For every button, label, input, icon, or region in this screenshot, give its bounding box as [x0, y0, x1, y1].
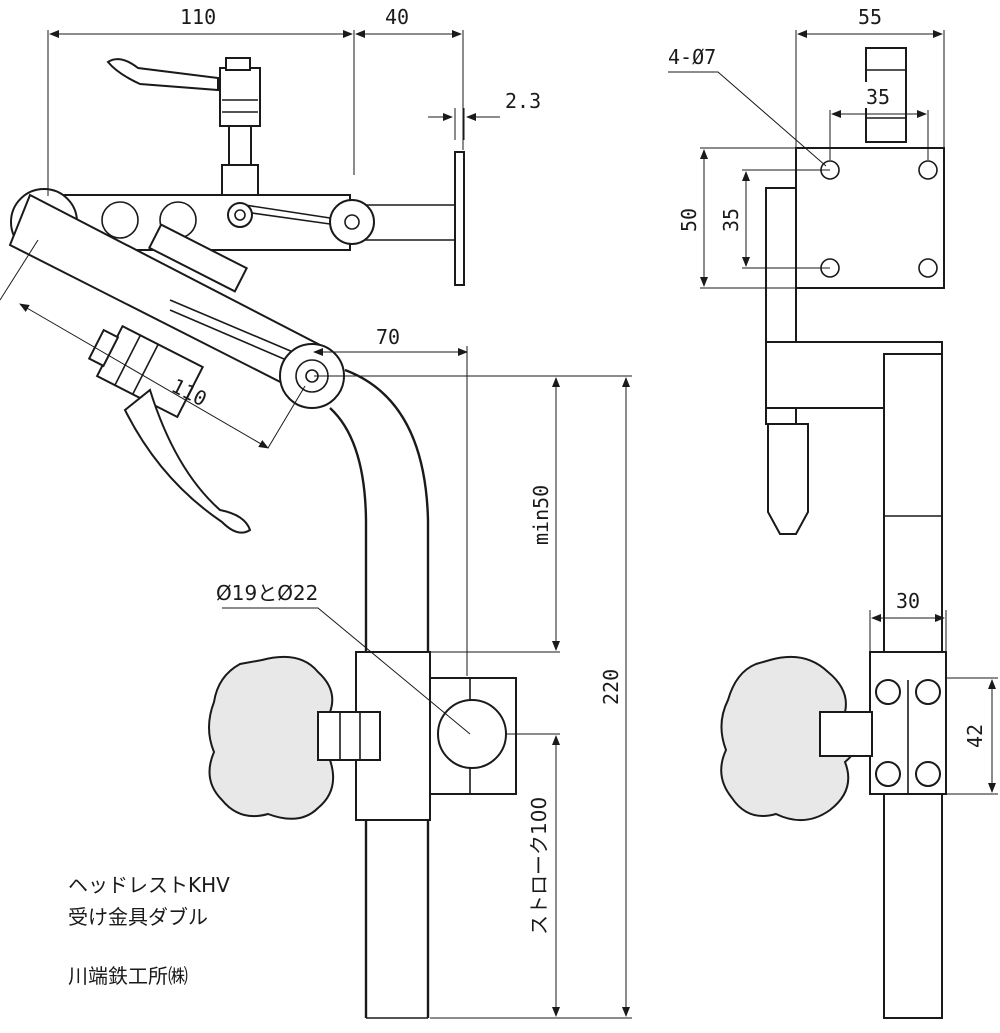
bore-circle — [437, 699, 507, 769]
top-lever-cap — [225, 57, 251, 71]
dim-bore: Ø19とØ22 — [216, 581, 318, 605]
dim-plate-35: 35 — [719, 208, 743, 232]
dim-offset-70: 70 — [376, 325, 400, 349]
bolt-1 — [875, 679, 901, 705]
angled-lever-handle — [123, 388, 252, 534]
dim-hole-pitch-35: 35 — [866, 85, 890, 109]
top-clamp-nut — [227, 202, 253, 228]
dim-height-220: 220 — [599, 669, 623, 705]
dim-top-110: 110 — [180, 5, 216, 29]
top-lever — [106, 58, 219, 92]
dim-holes: 4-Ø7 — [668, 45, 716, 69]
side-lever — [767, 423, 809, 535]
side-view-dimensions: 55 35 4-Ø7 50 35 30 42 — [668, 5, 998, 795]
mount-plate — [795, 147, 945, 289]
top-knob-side-ridges — [866, 69, 906, 119]
wall-plate — [454, 151, 465, 286]
side-view — [720, 47, 947, 1019]
bolt-2 — [915, 679, 941, 705]
mount-hole-4 — [918, 258, 938, 278]
maker-name: 川端鉄工所㈱ — [68, 964, 188, 988]
knob — [208, 655, 347, 820]
dim-top-40: 40 — [385, 5, 409, 29]
dim-stroke-100: ストローク100 — [527, 797, 551, 935]
top-clamp-block — [221, 164, 259, 196]
knob-stem — [317, 711, 381, 761]
top-clamp-stem — [228, 125, 252, 167]
top-lever-body — [219, 67, 261, 127]
dim-width-55: 55 — [858, 5, 882, 29]
bolt-4 — [915, 761, 941, 787]
title-line-2: 受け金具ダブル — [68, 905, 208, 929]
side-knob — [720, 655, 862, 821]
arm-pad — [147, 223, 249, 293]
dim-thickness: 2.3 — [505, 89, 541, 113]
bolt-3 — [875, 761, 901, 787]
top-lever-ridges — [222, 99, 258, 113]
dim-clamp-30: 30 — [896, 589, 920, 613]
title-line-1: ヘッドレストKHV — [68, 873, 230, 897]
top-clamp-nut-center — [234, 209, 246, 221]
dim-plate-50: 50 — [677, 208, 701, 232]
mount-hole-2 — [918, 160, 938, 180]
dim-clamp-42: 42 — [963, 724, 987, 748]
tension-rod — [244, 204, 331, 225]
vertical-post — [329, 368, 430, 1018]
link-hole-1 — [101, 201, 139, 239]
knob-stem-flats — [339, 712, 361, 760]
dim-min-50: min50 — [529, 485, 553, 545]
pivot-right — [329, 199, 375, 245]
front-view-dimensions: 110 40 2.3 110 70 min50 220 ストローク100 Ø19… — [0, 5, 632, 1019]
side-knob-stem — [819, 711, 873, 757]
title-block: ヘッドレストKHV 受け金具ダブル 川端鉄工所㈱ — [68, 873, 230, 988]
pivot-right-pin — [344, 214, 360, 230]
